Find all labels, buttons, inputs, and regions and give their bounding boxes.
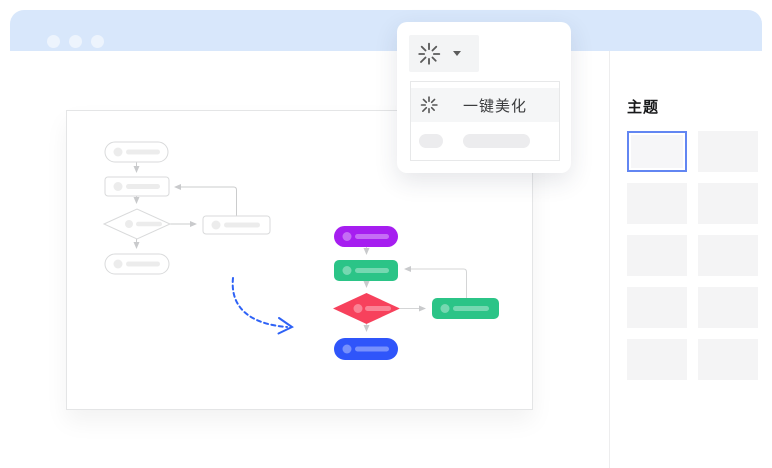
placeholder-label xyxy=(463,134,530,148)
theme-thumbnail[interactable] xyxy=(698,183,758,224)
source-node-start-pill[interactable] xyxy=(104,141,169,163)
placeholder-icon xyxy=(419,134,443,148)
browser-titlebar xyxy=(10,10,762,51)
window-control-dot[interactable] xyxy=(69,35,82,48)
theme-thumbnail[interactable] xyxy=(698,131,758,172)
source-flowchart xyxy=(102,141,271,275)
theme-thumbnail[interactable] xyxy=(627,287,687,328)
source-node-decision-diamond[interactable] xyxy=(102,208,172,240)
theme-thumbnail[interactable] xyxy=(698,235,758,276)
flowchart-svg xyxy=(102,141,499,360)
result-node-side-green-rect[interactable] xyxy=(432,298,499,319)
window-control-dot[interactable] xyxy=(47,35,60,48)
result-node-green-rect[interactable] xyxy=(334,260,398,281)
chevron-down-icon xyxy=(453,51,461,56)
sparkle-burst-icon xyxy=(418,42,441,65)
theme-thumbnail-selected[interactable] xyxy=(627,131,687,172)
beautify-menu: 一键美化 xyxy=(410,81,560,161)
beautify-dropdown-panel: 一键美化 xyxy=(397,22,571,173)
sparkle-burst-icon xyxy=(420,96,438,114)
sidebar-divider xyxy=(609,51,610,468)
source-node-side-rect[interactable] xyxy=(202,215,271,235)
source-connectors xyxy=(133,162,237,249)
theme-thumbnail[interactable] xyxy=(698,339,758,380)
beautify-transform-arrow xyxy=(231,277,294,335)
beautify-toolbar-button[interactable] xyxy=(409,35,479,72)
result-node-red-diamond[interactable] xyxy=(333,293,400,324)
menu-item-one-click-beautify[interactable]: 一键美化 xyxy=(411,88,559,122)
result-flowchart xyxy=(333,226,499,360)
result-node-blue-pill[interactable] xyxy=(334,338,398,360)
source-node-end-pill[interactable] xyxy=(104,253,170,275)
window-control-dot[interactable] xyxy=(91,35,104,48)
menu-item-placeholder[interactable] xyxy=(411,134,559,148)
theme-thumbnail[interactable] xyxy=(627,235,687,276)
result-node-purple-pill[interactable] xyxy=(334,226,398,247)
theme-thumbnail[interactable] xyxy=(698,287,758,328)
menu-item-label: 一键美化 xyxy=(463,97,528,115)
theme-thumbnail[interactable] xyxy=(627,183,687,224)
theme-thumbnail[interactable] xyxy=(627,339,687,380)
source-node-process-rect[interactable] xyxy=(104,176,170,197)
theme-grid xyxy=(627,131,759,380)
result-connectors xyxy=(363,247,467,332)
theme-panel-title: 主题 xyxy=(627,99,660,116)
